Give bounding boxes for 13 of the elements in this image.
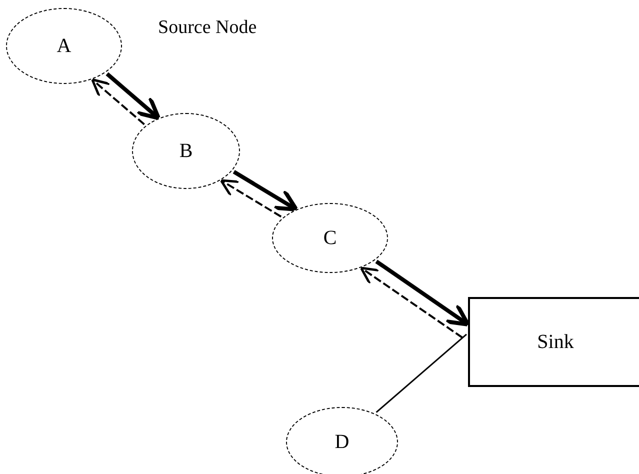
node-label: D — [334, 430, 350, 455]
arrow — [220, 179, 282, 218]
arrow — [232, 170, 298, 212]
node-label: B — [179, 139, 193, 164]
arrow — [106, 72, 161, 120]
node-label: Sink — [537, 330, 574, 355]
node-label: C — [323, 226, 337, 251]
node-caption: Source Node — [158, 16, 257, 40]
arrow — [91, 78, 145, 126]
arrow — [360, 266, 463, 338]
node-label: A — [56, 34, 72, 59]
sink-box — [468, 297, 639, 387]
arrow — [375, 260, 470, 326]
